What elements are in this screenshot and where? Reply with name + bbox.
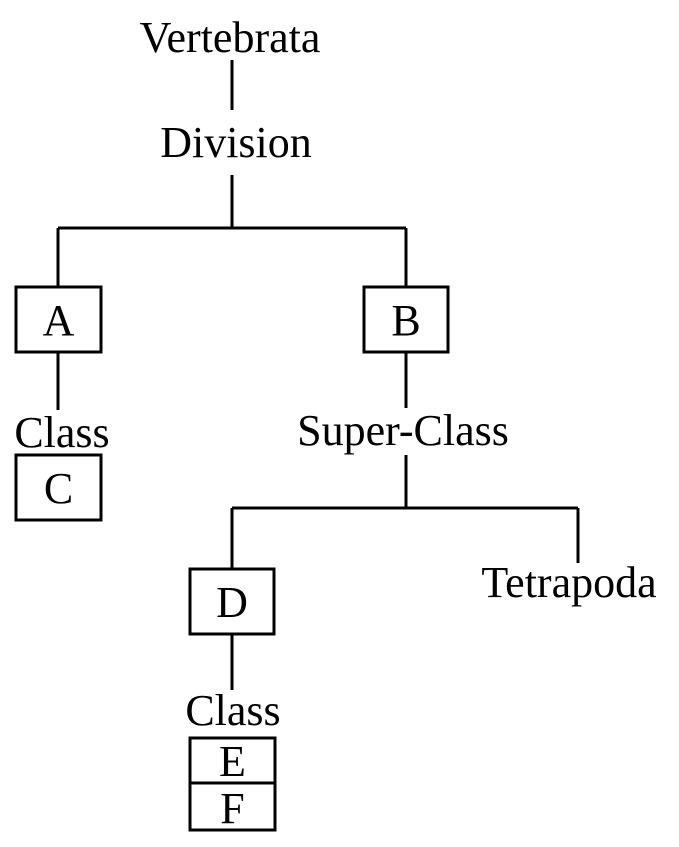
box-a-label: A xyxy=(43,296,75,345)
box-d-frame xyxy=(188,567,276,636)
box-a-frame xyxy=(14,285,103,354)
box-b: B xyxy=(362,285,450,354)
box-f-frame xyxy=(188,781,277,832)
box-e-label: E xyxy=(219,737,246,786)
box-b-label: B xyxy=(391,296,420,345)
box-b-frame xyxy=(362,285,450,354)
box-e: E xyxy=(188,736,277,786)
box-f-label: F xyxy=(220,784,244,833)
box-f: F xyxy=(188,781,277,833)
rank-label-class-left: Class xyxy=(14,408,109,457)
rank-label-division: Division xyxy=(160,118,312,167)
rank-label-class-lower: Class xyxy=(185,686,280,735)
connector-lines xyxy=(56,60,580,690)
tetrapoda-label: Tetrapoda xyxy=(481,558,656,607)
box-a: A xyxy=(14,285,103,354)
root-label: Vertebrata xyxy=(140,13,321,62)
box-d-label: D xyxy=(216,578,248,627)
rank-label-superclass: Super-Class xyxy=(297,406,509,455)
box-c: C xyxy=(14,453,103,522)
box-c-label: C xyxy=(44,464,73,513)
box-c-frame xyxy=(14,453,103,522)
box-d: D xyxy=(188,567,276,636)
